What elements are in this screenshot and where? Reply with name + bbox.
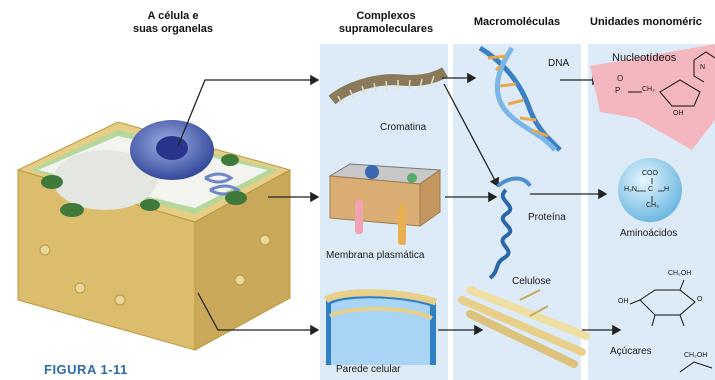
arrow-chromatin-protein [444, 84, 498, 186]
header-cell: A célula e suas organelas [118, 10, 228, 36]
label-dna: DNA [548, 58, 569, 69]
label-protein: Proteína [528, 212, 566, 223]
label-cellulose: Celulose [512, 276, 551, 287]
protein-illustration [490, 179, 530, 279]
chromatin-illustration [332, 72, 445, 104]
amino-ch3: CH₃ [646, 202, 659, 209]
nucleotide-o-atom: O [617, 74, 623, 83]
figure-label: FIGURA 1-11 [44, 362, 128, 377]
label-plasma-membrane: Membrana plasmática [326, 250, 424, 261]
sugar-oh: OH [618, 298, 629, 305]
label-nucleotides: Nucleotídeos [612, 52, 676, 64]
label-amino-acids: Aminoácidos [620, 228, 677, 239]
cell-wall-illustration [326, 293, 436, 365]
membrane-illustration [330, 164, 440, 245]
header-cell-line2: suas organelas [118, 23, 228, 36]
header-monomers: Unidades monoméric [590, 16, 715, 29]
header-cell-line1: A célula e [118, 10, 228, 23]
sugar-ring-structure [630, 280, 695, 326]
cellulose-illustration [462, 290, 586, 364]
header-macromolecules: Macromoléculas [455, 16, 579, 29]
amino-coo: COO [642, 170, 658, 177]
sugar-ring-o: O [697, 296, 702, 303]
nucleotide-n-atom: N [700, 64, 705, 71]
header-complexes: Complexos supramoleculares [326, 10, 446, 36]
header-complexes-line1: Complexos [326, 10, 446, 23]
nucleotide-oh: OH [673, 110, 684, 117]
sugar-partial-structure [680, 362, 712, 372]
amino-h3n: H₃N [624, 186, 637, 193]
amino-h: H [664, 186, 669, 193]
header-complexes-line2: supramoleculares [326, 23, 446, 36]
label-sugars: Açúcares [610, 346, 652, 357]
label-chromatin: Cromatina [380, 122, 426, 133]
plant-cell-illustration [18, 120, 290, 350]
label-cell-wall: Parede celular [336, 364, 400, 375]
nucleotide-ch2: CH₂ [642, 86, 655, 93]
sugar-ch2oh: CH₂OH [668, 270, 691, 277]
nucleotide-p-atom: P [615, 86, 620, 95]
sugar-partial-ch2oh: CH₂OH [684, 352, 707, 359]
amino-c: C [648, 186, 653, 193]
